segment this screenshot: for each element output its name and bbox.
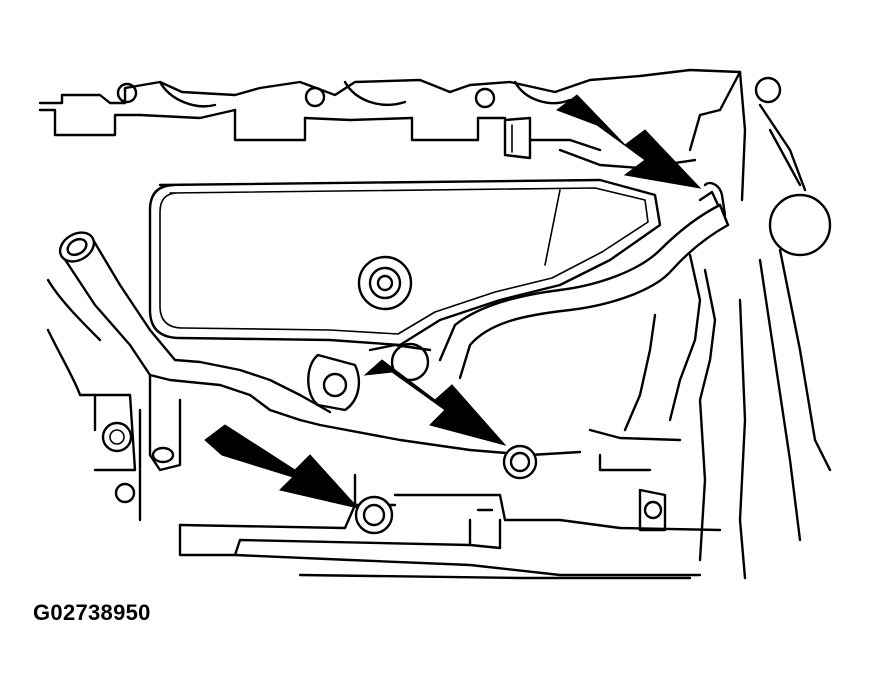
- right-housing: [688, 70, 832, 580]
- cylinder-head-top: [38, 68, 782, 142]
- lower-bolt: [354, 495, 394, 535]
- lower-rail: [178, 398, 722, 580]
- center-bolt: [502, 444, 538, 480]
- oil-tube: [438, 181, 730, 432]
- figure-code: G02738950: [33, 600, 151, 625]
- callout-arrow-center: [363, 359, 507, 446]
- left-block: [46, 278, 142, 522]
- callout-arrow-upper-right: [555, 94, 702, 189]
- center-mount: [298, 342, 582, 457]
- dipstick-tube: [58, 231, 302, 472]
- callout-arrow-lower: [204, 424, 360, 509]
- pan-gasket: [148, 178, 662, 347]
